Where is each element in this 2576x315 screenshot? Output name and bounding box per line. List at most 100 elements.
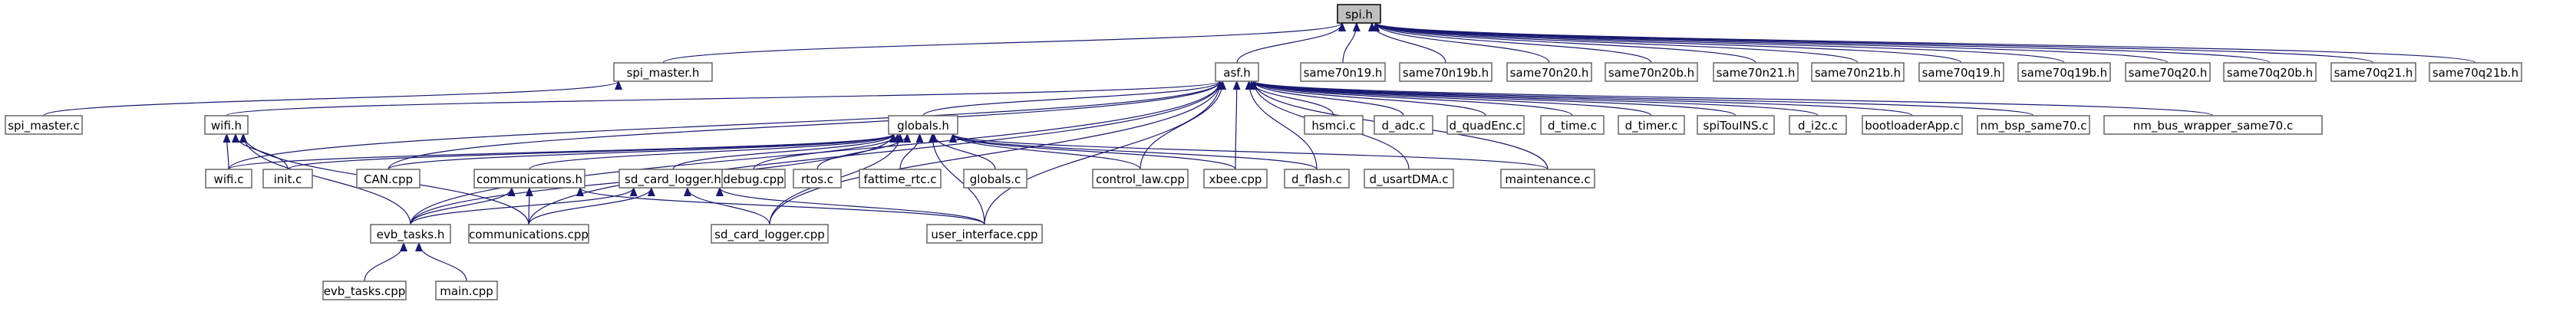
- node-d-time-c[interactable]: d_time.c: [1540, 115, 1605, 135]
- node-d-adc-c[interactable]: d_adc.c: [1374, 115, 1433, 135]
- node-d-quadEnc-c[interactable]: d_quadEnc.c: [1446, 115, 1525, 135]
- node-maintenance-c[interactable]: maintenance.c: [1500, 169, 1595, 189]
- edge-bootloaderApp_c-to-asf_h: [1254, 80, 1913, 116]
- node-globals-c[interactable]: globals.c: [963, 169, 1027, 189]
- node-label: communications.h: [477, 172, 582, 186]
- node-same70q19-h[interactable]: same70q19.h: [1918, 62, 2004, 82]
- node-debug-cpp[interactable]: debug.cpp: [721, 169, 786, 189]
- node-main-cpp[interactable]: main.cpp: [435, 281, 498, 300]
- node-hsmci-c[interactable]: hsmci.c: [1304, 115, 1364, 135]
- node-label: d_timer.c: [1625, 119, 1678, 133]
- node-same70q21b-h[interactable]: same70q21b.h: [2429, 62, 2522, 82]
- node-nm-bsp-same70-c[interactable]: nm_bsp_same70.c: [1977, 115, 2090, 135]
- node-box: [473, 169, 585, 189]
- edge-same70n21b_h-to-spi_h: [1376, 22, 1859, 64]
- node-box: [1399, 62, 1492, 82]
- node-label: wifi.c: [214, 172, 244, 186]
- node-same70n21-h[interactable]: same70n21.h: [1713, 62, 1799, 82]
- node-same70q21-h[interactable]: same70q21.h: [2330, 62, 2416, 82]
- node-label: sd_card_logger.h: [625, 172, 721, 187]
- node-bootloaderApp-c[interactable]: bootloaderApp.c: [1862, 115, 1963, 135]
- node-label: nm_bus_wrapper_same70.c: [2133, 119, 2293, 133]
- node-xbee-cpp[interactable]: xbee.cpp: [1203, 169, 1268, 189]
- node-communications-cpp[interactable]: communications.cpp: [468, 224, 589, 244]
- node-same70q20b-h[interactable]: same70q20b.h: [2223, 62, 2317, 82]
- node-box: [5, 115, 83, 135]
- node-box: [1284, 169, 1350, 189]
- node-label: same70q19b.h: [2021, 66, 2107, 80]
- node-spiTouINS-c[interactable]: spiTouINS.c: [1697, 115, 1775, 135]
- node-same70n21b-h[interactable]: same70n21b.h: [1811, 62, 1905, 82]
- node-d-i2c-c[interactable]: d_i2c.c: [1789, 115, 1847, 135]
- node-user-interface-cpp[interactable]: user_interface.cpp: [926, 224, 1043, 244]
- node-label: same70n19b.h: [1403, 66, 1489, 80]
- node-box: [468, 224, 589, 244]
- node-fattime-rtc-c[interactable]: fattime_rtc.c: [859, 169, 942, 189]
- edge-same70n21_h-to-spi_h: [1376, 22, 1756, 64]
- node-nm-bus-wrapper-same70-c[interactable]: nm_bus_wrapper_same70.c: [2103, 115, 2323, 135]
- node-same70q20-h[interactable]: same70q20.h: [2125, 62, 2211, 82]
- node-d-usartDMA-c[interactable]: d_usartDMA.c: [1364, 169, 1454, 189]
- edge-asf_h-to-spi_h: [1236, 22, 1342, 64]
- node-box: [2017, 62, 2111, 82]
- node-label: bootloaderApp.c: [1865, 119, 1960, 133]
- node-box: [1300, 62, 1386, 82]
- node-label: spi.h: [1345, 8, 1373, 21]
- node-d-flash-c[interactable]: d_flash.c: [1284, 169, 1350, 189]
- edge-spiTouINS_c-to-asf_h: [1254, 80, 1737, 116]
- node-label: same70q20.h: [2129, 66, 2208, 80]
- node-box: [1811, 62, 1905, 82]
- node-box: [1337, 4, 1381, 24]
- edge-same70q19b_h-to-spi_h: [1376, 22, 2065, 64]
- node-same70q19b-h[interactable]: same70q19b.h: [2017, 62, 2111, 82]
- edge-xbee_cpp-to-globals_h: [953, 133, 1236, 170]
- node-d-timer-c[interactable]: d_timer.c: [1618, 115, 1685, 135]
- node-same70n19b-h[interactable]: same70n19b.h: [1399, 62, 1492, 82]
- node-label: spiTouINS.c: [1704, 119, 1769, 133]
- node-label: same70n21.h: [1717, 66, 1796, 80]
- node-sd-card-logger-h[interactable]: sd_card_logger.h: [618, 169, 727, 189]
- node-box: [613, 62, 713, 82]
- node-label: evb_tasks.cpp: [324, 284, 406, 299]
- node-evb-tasks-h[interactable]: evb_tasks.h: [370, 224, 451, 244]
- edge-d_timer_c-to-asf_h: [1254, 80, 1652, 116]
- node-wifi-h[interactable]: wifi.h: [204, 115, 249, 135]
- node-globals-h[interactable]: globals.h: [888, 115, 958, 135]
- node-label: globals.c: [970, 172, 1021, 186]
- node-spi-h[interactable]: spi.h: [1337, 4, 1381, 24]
- node-CAN-cpp[interactable]: CAN.cpp: [356, 169, 421, 189]
- node-box: [205, 169, 252, 189]
- node-same70n20-h[interactable]: same70n20.h: [1506, 62, 1592, 82]
- edge-same70q21_h-to-spi_h: [1376, 22, 2374, 64]
- edge-CAN_cpp-to-globals_h: [388, 133, 893, 170]
- edge-nm_bus_wrapper_same70_c-to-asf_h: [1254, 80, 2214, 116]
- node-box: [1364, 169, 1454, 189]
- node-box: [721, 169, 786, 189]
- node-box: [262, 169, 313, 189]
- edge-sd_card_logger_cpp-to-asf_h: [769, 81, 1220, 225]
- node-box: [2103, 115, 2323, 135]
- node-wifi-c[interactable]: wifi.c: [205, 169, 252, 189]
- edge-communications_h-to-globals_h: [529, 133, 893, 170]
- node-evb-tasks-cpp[interactable]: evb_tasks.cpp: [322, 281, 407, 300]
- node-rtos-c[interactable]: rtos.c: [793, 169, 842, 189]
- node-label: same70n21b.h: [1815, 66, 1901, 80]
- edge-user_interface_cpp-to-globals_h: [932, 134, 985, 225]
- node-spi-master-h[interactable]: spi_master.h: [613, 62, 713, 82]
- node-box: [1789, 115, 1847, 135]
- node-label: d_i2c.c: [1798, 119, 1838, 133]
- node-label: globals.h: [897, 119, 949, 133]
- node-spi-master-c[interactable]: spi_master.c: [5, 115, 83, 135]
- node-label: init.c: [274, 172, 302, 186]
- node-sd-card-logger-cpp[interactable]: sd_card_logger.cpp: [711, 224, 829, 244]
- node-asf-h[interactable]: asf.h: [1215, 62, 1259, 82]
- node-control-law-cpp[interactable]: control_law.cpp: [1092, 169, 1189, 189]
- node-init-c[interactable]: init.c: [262, 169, 313, 189]
- edge-communications_cpp-to-sd_card_logger_h: [528, 187, 651, 225]
- node-communications-h[interactable]: communications.h: [473, 169, 585, 189]
- edge-communications_cpp-to-asf_h: [528, 81, 1220, 225]
- node-same70n20b-h[interactable]: same70n20b.h: [1605, 62, 1698, 82]
- node-box: [1500, 169, 1595, 189]
- edge-same70q19_h-to-spi_h: [1376, 22, 1962, 64]
- node-same70n19-h[interactable]: same70n19.h: [1300, 62, 1386, 82]
